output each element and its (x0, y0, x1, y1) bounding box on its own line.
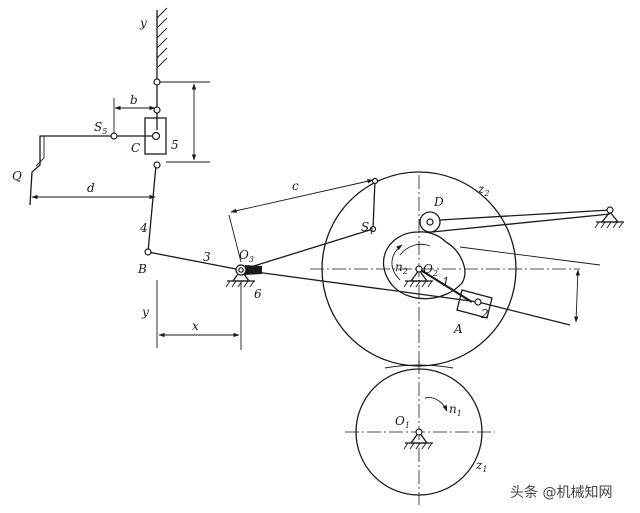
joint-o2 (415, 265, 423, 273)
arrow-n2 (391, 244, 403, 281)
pitch-contact (384, 364, 454, 369)
label-y-top: y (139, 16, 147, 30)
joint-top (153, 78, 161, 86)
dim-c (228, 179, 374, 263)
label-q: Q (12, 169, 22, 183)
label-c-dim: c (292, 179, 299, 193)
label-z2: z2 (477, 182, 489, 198)
label-1: 1 (442, 275, 450, 289)
wall-hatching (156, 7, 168, 69)
label-d: d (87, 181, 95, 195)
label-6: 6 (254, 287, 262, 301)
label-b: b (130, 93, 138, 107)
gear-z2-centerlines (310, 175, 580, 372)
watermark: 头条 @机械知网 (510, 484, 612, 501)
joint-s1 (371, 177, 379, 185)
label-y-bottom: y (141, 305, 149, 319)
dim-b (113, 98, 156, 136)
pivot-o2-support (403, 268, 433, 288)
label-5: 5 (171, 138, 179, 152)
label-o1: O1 (395, 414, 410, 430)
pivot-o3-support (225, 268, 255, 288)
joint-a (474, 298, 482, 306)
joint-o1 (415, 428, 423, 436)
pivot-o1-support (403, 430, 433, 450)
roller-d (419, 211, 441, 233)
labels: y y b S5 C 5 Q d 4 B 3 O3 6 x c S1 D z2 … (12, 16, 489, 474)
slider-2 (456, 289, 571, 326)
link-4 (147, 164, 157, 253)
joint-d (426, 218, 434, 226)
label-4: 4 (139, 221, 148, 235)
dim-slider-stroke (157, 81, 210, 163)
joint-guide (153, 106, 161, 114)
label-s5: S5 (94, 120, 107, 136)
label-n1: n1 (449, 402, 462, 418)
arrow-n1 (424, 397, 448, 412)
cam-groove (382, 231, 466, 300)
joint-right-pivot (606, 206, 614, 214)
label-z1: z1 (475, 458, 487, 474)
label-o2: O2 (423, 262, 438, 278)
joint-o3-inner (238, 267, 244, 273)
link-3 (147, 251, 242, 271)
joint-b (144, 248, 152, 256)
label-b-point: B (137, 262, 147, 276)
label-n2: n2 (395, 260, 408, 276)
pivot-right-support (594, 210, 624, 229)
label-3: 3 (203, 250, 211, 264)
label-o3: O3 (239, 248, 254, 264)
crank-1 (418, 268, 473, 303)
joint-c-lower (153, 161, 161, 169)
label-2: 2 (480, 307, 489, 321)
output-bar-q (29, 135, 157, 206)
follower-link (439, 209, 611, 221)
joints (110, 78, 614, 436)
label-a: A (453, 322, 463, 336)
joint-s1-base (369, 225, 377, 233)
label-d-point: D (433, 195, 444, 209)
joint-c (151, 131, 161, 141)
label-s1: S1 (361, 220, 374, 236)
dim-rocker-swing (459, 246, 601, 323)
dim-x (158, 283, 242, 350)
label-x: x (192, 319, 199, 333)
joint-s5 (110, 132, 118, 140)
label-c: C (131, 141, 140, 155)
